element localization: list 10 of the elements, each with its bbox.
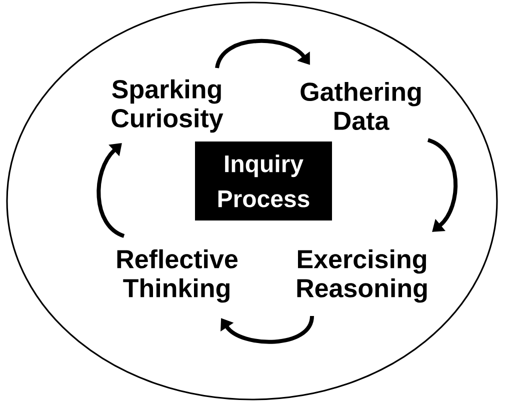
curved-arrow — [427, 138, 458, 232]
curved-arrow — [220, 316, 314, 344]
step-label: Reflective Thinking — [117, 249, 238, 303]
step-label: Gathering Data — [300, 82, 421, 130]
step-label: Sparking Curiosity — [112, 79, 224, 133]
curved-arrow — [215, 39, 310, 69]
outer-circle — [6, 2, 498, 400]
curved-arrow — [96, 143, 125, 238]
step-label: Exercising Reasoning — [297, 249, 427, 303]
title-box: Inquiry Process — [195, 142, 332, 220]
